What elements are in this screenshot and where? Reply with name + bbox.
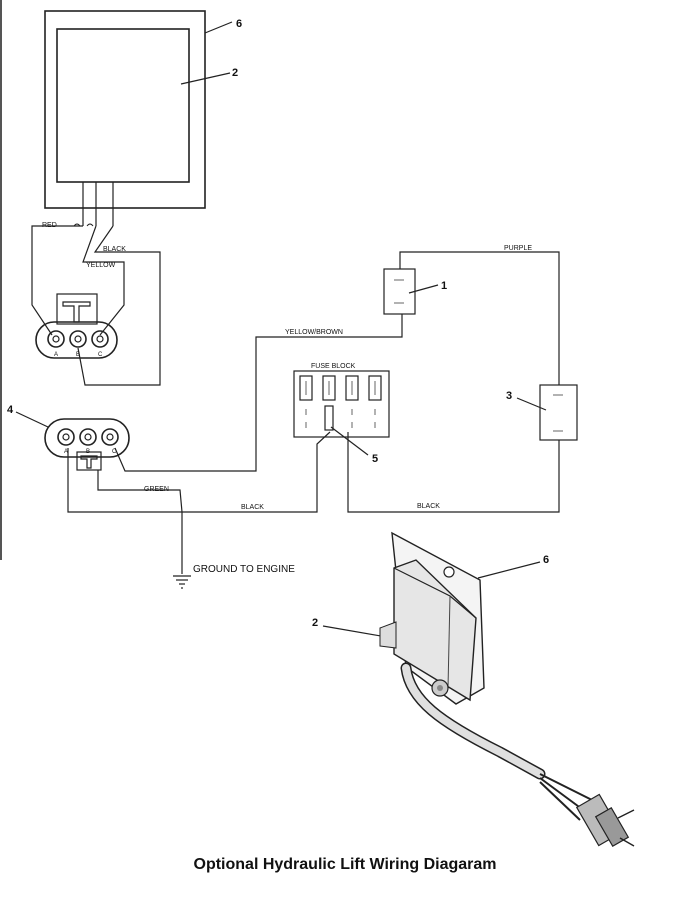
wire-yellow <box>82 225 125 336</box>
fuse-block-label: FUSE BLOCK <box>311 363 356 370</box>
term-label-b2: B <box>86 449 90 455</box>
terminal-b <box>69 330 87 348</box>
mounting-plate-top <box>44 10 206 209</box>
fuse-2 <box>322 375 336 401</box>
callout-6-top: 6 <box>236 18 242 30</box>
wire-label-green: GREEN <box>144 486 169 493</box>
fuse-1 <box>299 375 313 401</box>
regulator-illustration <box>379 531 635 848</box>
wire-label-black-top: BLACK <box>103 246 126 253</box>
fuse-4 <box>368 375 382 401</box>
wire-label-black-right: BLACK <box>417 503 440 510</box>
component-3 <box>539 384 578 441</box>
terminal-b2 <box>79 428 97 446</box>
callout-1: 1 <box>441 280 447 292</box>
connector-housing-tab <box>56 293 98 325</box>
leader-5 <box>330 426 369 456</box>
term-label-a2: A <box>64 449 68 455</box>
wire-red <box>31 225 83 336</box>
connector-key <box>62 301 91 323</box>
mount-hole-top <box>443 566 455 578</box>
wire-green <box>97 470 183 513</box>
callout-3: 3 <box>506 390 512 402</box>
term-label-b: B <box>76 352 80 358</box>
connector-4-body <box>44 418 130 458</box>
connector-body <box>35 321 118 359</box>
wire-purple <box>399 251 560 385</box>
leader-6-bottom <box>477 561 541 579</box>
term-label-c2: C <box>112 449 117 455</box>
terminal-a <box>47 330 65 348</box>
leader-2-top <box>180 72 231 85</box>
term-label-a: A <box>54 352 58 358</box>
callout-4: 4 <box>7 404 14 416</box>
wire-label-yellow: YELLOW <box>86 262 116 269</box>
fuse-block <box>293 370 390 438</box>
terminal-c2 <box>101 428 119 446</box>
callout-6-bottom: 6 <box>543 554 549 566</box>
wire-yellow-brown <box>114 314 403 472</box>
wire-label-red: RED <box>42 222 57 229</box>
ground-label: GROUND TO ENGINE <box>193 564 295 575</box>
callout-2-top: 2 <box>232 67 238 79</box>
regulator-top <box>56 28 190 183</box>
fuse-3 <box>345 375 359 401</box>
wire-label-yellow-brown: YELLOW/BROWN <box>285 329 343 336</box>
component-1 <box>383 268 416 315</box>
page-edge-line <box>0 0 2 560</box>
term-label-c: C <box>98 352 103 358</box>
leader-3 <box>516 397 547 411</box>
fuse-slot-active <box>324 405 334 431</box>
wire-label-black-mid: BLACK <box>241 504 264 511</box>
leader-6-top <box>204 21 233 34</box>
diagram-caption: Optional Hydraulic Lift Wiring Diagaram <box>193 856 497 873</box>
wire-black-right <box>347 432 560 513</box>
leader-1 <box>408 284 439 294</box>
connector-4-tab <box>76 451 102 471</box>
wire-black-mid <box>67 431 331 513</box>
leader-4 <box>15 411 49 428</box>
wire-label-purple: PURPLE <box>504 245 532 252</box>
callout-5: 5 <box>372 453 378 465</box>
terminal-c <box>91 330 109 348</box>
wire-black-top <box>77 225 161 386</box>
callout-2-bottom: 2 <box>312 617 318 629</box>
terminal-a2 <box>57 428 75 446</box>
